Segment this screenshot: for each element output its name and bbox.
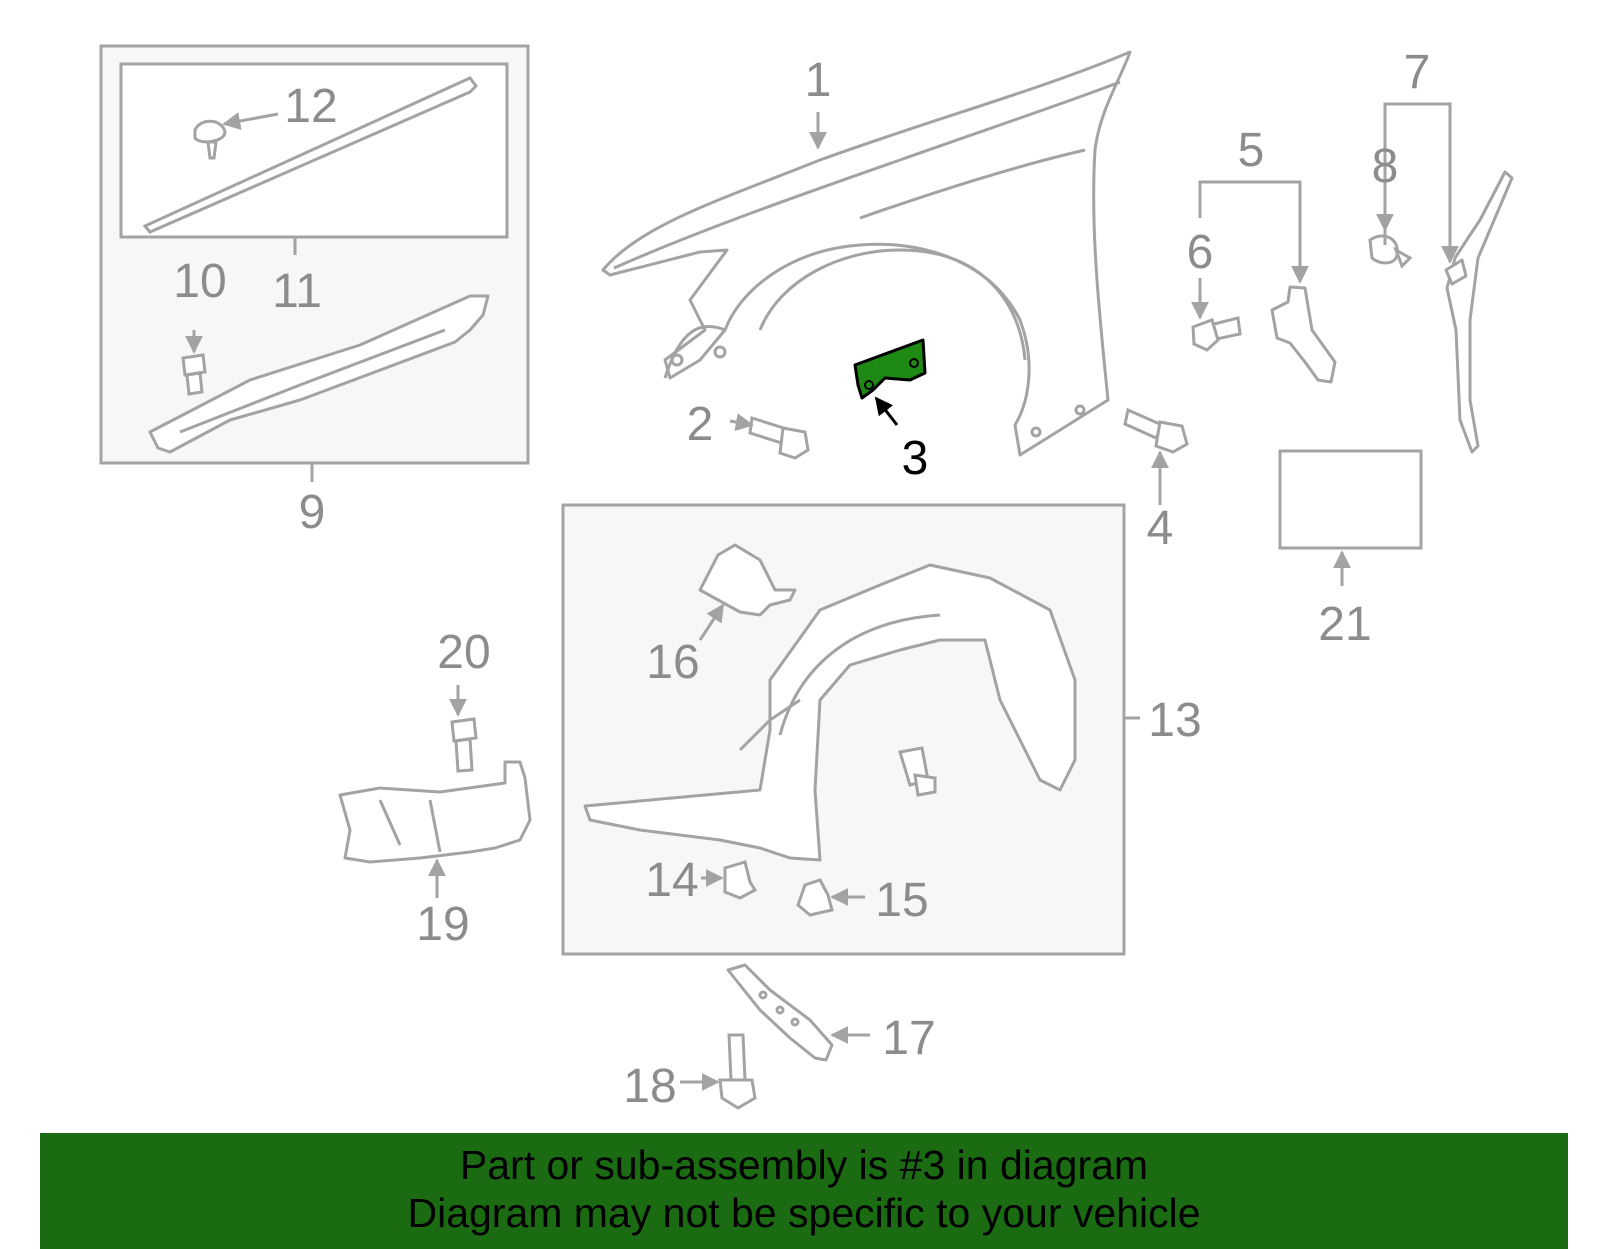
part-10-clip: [181, 353, 207, 396]
callout-14: 14: [645, 854, 698, 907]
callout-13: 13: [1148, 694, 1201, 747]
callout-12: 12: [284, 80, 337, 133]
part-19-bracket: [338, 760, 532, 864]
part-15-nut: [796, 878, 834, 917]
callout-18: 18: [623, 1060, 676, 1113]
part-7-seal: [1444, 170, 1514, 454]
callout-4: 4: [1147, 502, 1174, 555]
callout-15: 15: [875, 874, 928, 927]
banner-line-2: Diagram may not be specific to your vehi…: [407, 1190, 1201, 1236]
part-11-molding: [142, 76, 478, 234]
leader-lines: [185, 102, 1459, 1091]
part-18-bolt: [718, 1033, 757, 1110]
callout-1: 1: [805, 54, 832, 107]
part-4-bolt: [1123, 407, 1189, 454]
part-1-fender: [601, 50, 1132, 457]
part-16-bracket: [698, 543, 797, 617]
part-8-clip: [1368, 234, 1413, 269]
callout-21: 21: [1318, 598, 1371, 651]
callout-17: 17: [882, 1012, 935, 1065]
callout-2: 2: [687, 398, 714, 451]
part-20-bolt: [450, 717, 478, 773]
part-13-fender-liner: [583, 563, 1077, 862]
callout-3-highlighted: 3: [902, 432, 929, 485]
callout-5: 5: [1238, 124, 1265, 177]
callout-labels: 1 2 4 5 6 7 8 9 10 11 12 13 14 15 16 17 …: [173, 46, 1430, 1113]
part-6-bolt: [1191, 316, 1242, 352]
callout-11: 11: [272, 265, 322, 318]
callout-16: 16: [646, 636, 699, 689]
callout-10: 10: [173, 255, 226, 308]
part-9-cowl-panel: [148, 294, 490, 454]
callout-7: 7: [1404, 46, 1431, 99]
part-21-label-box: [1278, 449, 1423, 550]
callout-8: 8: [1372, 140, 1399, 193]
banner-line-1: Part or sub-assembly is #3 in diagram: [459, 1142, 1149, 1188]
callout-9: 9: [299, 486, 326, 539]
part-12-clip: [193, 119, 227, 160]
part-14-clip: [723, 860, 758, 900]
callout-6: 6: [1187, 226, 1214, 279]
leader-line-3: [874, 396, 899, 426]
callout-19: 19: [416, 898, 469, 951]
part-17-brace: [726, 963, 834, 1062]
callout-20: 20: [437, 626, 490, 679]
liner-screw: [898, 746, 937, 797]
part-5-bracket: [1270, 285, 1337, 384]
part-3-bracket-highlighted: [853, 338, 927, 400]
info-banner: Part or sub-assembly is #3 in diagram Di…: [40, 1133, 1568, 1249]
part-2-bolt: [748, 416, 810, 460]
